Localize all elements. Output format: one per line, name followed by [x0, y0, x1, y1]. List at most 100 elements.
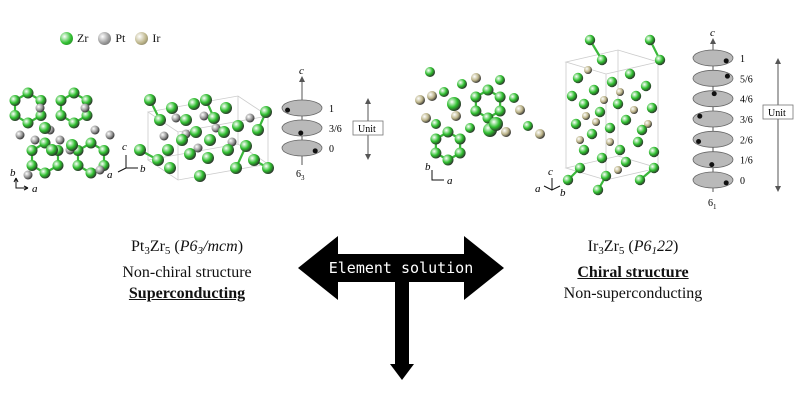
- zr-atom: [22, 87, 34, 99]
- zr-atom: [620, 156, 632, 168]
- right-caption: Ir3Zr5 (P6122) Chiral structure Non-supe…: [533, 236, 733, 304]
- legend-item-ir: Ir: [135, 31, 160, 46]
- pt-atom: [171, 113, 181, 123]
- zr-atom: [190, 126, 202, 138]
- axis-a-label-3: a: [447, 175, 453, 187]
- zr-atom: [588, 84, 600, 96]
- axis-a-label-2: a: [107, 169, 113, 181]
- zr-atom: [442, 154, 454, 166]
- right-screw-axis: c 15/64/63/62/61/60 61: [692, 27, 753, 211]
- ir-atom: [614, 166, 622, 174]
- right-side-axes: [543, 178, 561, 191]
- zr-atom: [72, 160, 84, 171]
- pt-atom: [105, 130, 115, 140]
- ir-atom: [582, 112, 590, 120]
- axis-b-label-4: b: [560, 187, 566, 199]
- zr-atom: [85, 137, 97, 149]
- zr-atom: [98, 145, 110, 156]
- atom-ball-icon: [60, 32, 73, 45]
- zr-atom: [220, 102, 232, 114]
- zr-atom: [494, 105, 506, 117]
- ir-atom: [606, 138, 614, 146]
- axis-b-label-3: b: [425, 161, 431, 173]
- zr-atom: [218, 126, 230, 138]
- screw-marker: [312, 148, 318, 154]
- left-screw-axis: c 13/60 63: [281, 65, 342, 182]
- pt-atom: [211, 123, 221, 133]
- ir-atom: [535, 129, 545, 139]
- ir-atom: [644, 120, 652, 128]
- screw-level-label: 1: [740, 54, 745, 65]
- pt-atom: [55, 135, 65, 145]
- zr-atom: [636, 124, 648, 136]
- zr-atom: [447, 97, 461, 111]
- zr-atom: [620, 114, 632, 126]
- zr-atom: [640, 80, 652, 92]
- ir-atom: [421, 113, 431, 123]
- screw-level-label: 3/6: [740, 115, 753, 126]
- zr-atom: [454, 133, 466, 145]
- legend-label: Zr: [77, 31, 89, 45]
- screw-disc: [692, 49, 734, 67]
- zr-atom: [495, 75, 505, 85]
- zr-atom: [482, 84, 494, 96]
- screw-level-label: 5/6: [740, 74, 753, 85]
- screw-marker: [723, 58, 729, 64]
- ir-atom: [427, 91, 437, 101]
- zr-atom: [494, 91, 506, 103]
- zr-atom: [46, 144, 58, 156]
- zr-atom: [26, 160, 38, 171]
- zr-atom: [262, 162, 274, 174]
- screw-disc: [281, 119, 323, 137]
- zr-atom: [632, 136, 644, 148]
- zr-atom: [596, 152, 608, 164]
- zr-atom: [648, 162, 660, 174]
- zr-atom: [194, 170, 206, 182]
- screw-level-label: 3/6: [329, 124, 342, 135]
- zr-atom: [52, 160, 64, 171]
- zr-atom: [222, 144, 234, 156]
- zr-atom: [644, 34, 656, 46]
- zr-atom: [22, 117, 34, 129]
- axis-a-label-4: a: [535, 183, 541, 195]
- zr-atom: [68, 117, 80, 129]
- pt-atom: [80, 103, 90, 113]
- screw-disc: [281, 99, 323, 117]
- screw-disc: [692, 130, 734, 148]
- zr-atom: [200, 94, 212, 106]
- zr-atom: [55, 95, 67, 106]
- zr-atom: [489, 117, 503, 131]
- zr-atom: [202, 152, 214, 164]
- zr-atom: [180, 114, 192, 126]
- zr-atom: [596, 54, 608, 66]
- ir-atom: [501, 127, 511, 137]
- screw-marker: [285, 107, 291, 113]
- zr-atom: [204, 134, 216, 146]
- zr-atom: [26, 145, 38, 156]
- zr-atom: [457, 79, 467, 89]
- zr-atom: [425, 67, 435, 77]
- right-unit-bracket: Unit: [762, 58, 794, 192]
- pt-atom: [23, 170, 33, 180]
- ir-atom: [630, 106, 638, 114]
- zr-atom: [176, 134, 188, 146]
- zr-atom: [630, 90, 642, 102]
- zr-atom: [9, 95, 21, 106]
- screw-axis-c-label-right: c: [710, 27, 715, 39]
- left-side-axes: [117, 155, 138, 173]
- pt3zr5-top-view: [9, 87, 115, 180]
- left-formula: Pt3Zr5 (P63/mcm): [130, 238, 244, 257]
- zr-atom: [646, 102, 658, 114]
- zr-atom: [606, 76, 618, 88]
- zr-atom: [648, 146, 660, 158]
- ir-atom: [451, 111, 461, 121]
- screw-level-label: 1: [329, 104, 334, 115]
- right-formula: Ir3Zr5 (P6122): [587, 238, 679, 257]
- pt-atom: [15, 130, 25, 140]
- zr-atom: [144, 94, 156, 106]
- zr-atom: [470, 105, 482, 117]
- zr-atom: [248, 154, 260, 166]
- right-screw-axis-symbol: 61: [708, 198, 717, 211]
- screw-disc: [692, 171, 734, 189]
